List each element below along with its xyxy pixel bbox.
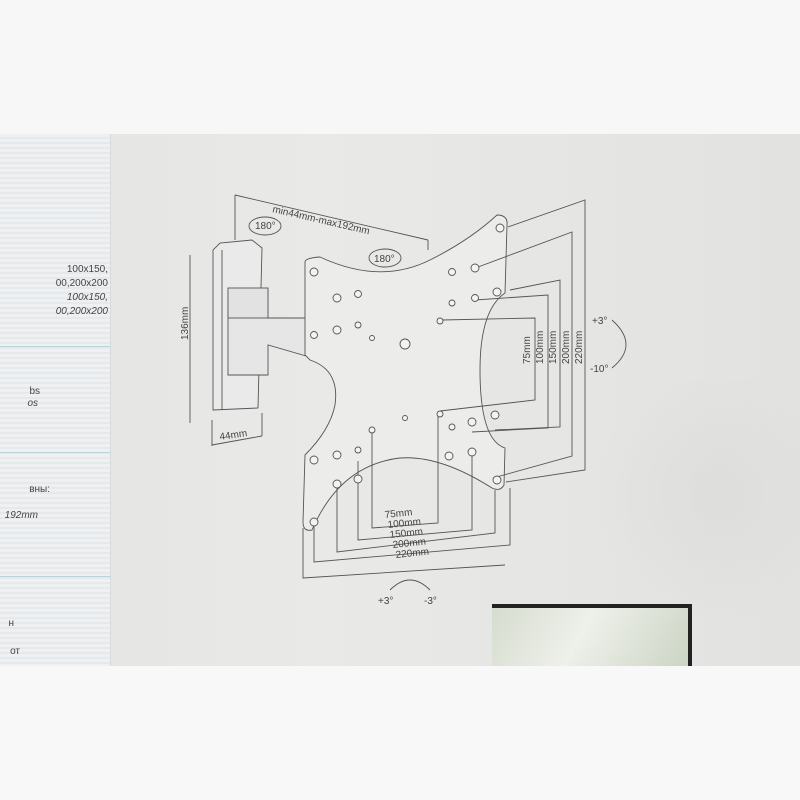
background-bottom (0, 666, 800, 800)
tilt-up-label: +3° (592, 316, 607, 327)
spec-line: 00,200x200 (55, 306, 108, 317)
vesa-plate (302, 214, 508, 531)
divider (0, 576, 110, 577)
vertical-spacing-label: 200mm (561, 331, 572, 364)
divider (0, 452, 110, 453)
spec-line: 100x150, (66, 264, 108, 275)
background-top (0, 0, 800, 134)
spec-line: от (10, 646, 20, 657)
horizontal-spacing-label: 220mm (395, 547, 429, 561)
vertical-spacing-label: 100mm (535, 331, 546, 364)
divider (0, 346, 110, 347)
spec-side-panel: 100x150, 00,200x200 100x150, 00,200x200 … (0, 134, 111, 666)
tilt-down-label: -10° (590, 364, 608, 375)
horizontal-spacing-label: 75mm (384, 507, 413, 521)
vertical-spacing-label: 220mm (574, 331, 585, 364)
spec-line: вны: (29, 484, 50, 495)
tv-photo (492, 604, 692, 670)
spec-line: os (27, 398, 38, 409)
rotation-plate-label: 180° (374, 254, 395, 265)
swivel-right-label: -3° (424, 596, 437, 607)
horizontal-spacing-label: 150mm (389, 527, 423, 541)
wall-plate-width-label: 44mm (219, 428, 248, 443)
arm-extension-label: min44mm-max192mm (271, 204, 370, 237)
horizontal-spacing-label: 100mm (387, 517, 421, 531)
spec-line: bs (29, 386, 40, 397)
wall-plate-height-label: 136mm (180, 307, 191, 340)
spec-line: н (8, 618, 14, 629)
horizontal-spacing-label: 200mm (392, 537, 426, 551)
spec-line: 00,200x200 (55, 278, 108, 289)
vertical-spacing-label: 150mm (548, 331, 559, 364)
spec-line: 192mm (4, 510, 38, 521)
spec-line: 100x150, (66, 292, 108, 303)
rotation-wall-label: 180° (255, 221, 276, 232)
vertical-spacing-label: 75mm (522, 336, 533, 364)
swivel-left-label: +3° (378, 596, 393, 607)
mounting-holes (309, 223, 505, 527)
